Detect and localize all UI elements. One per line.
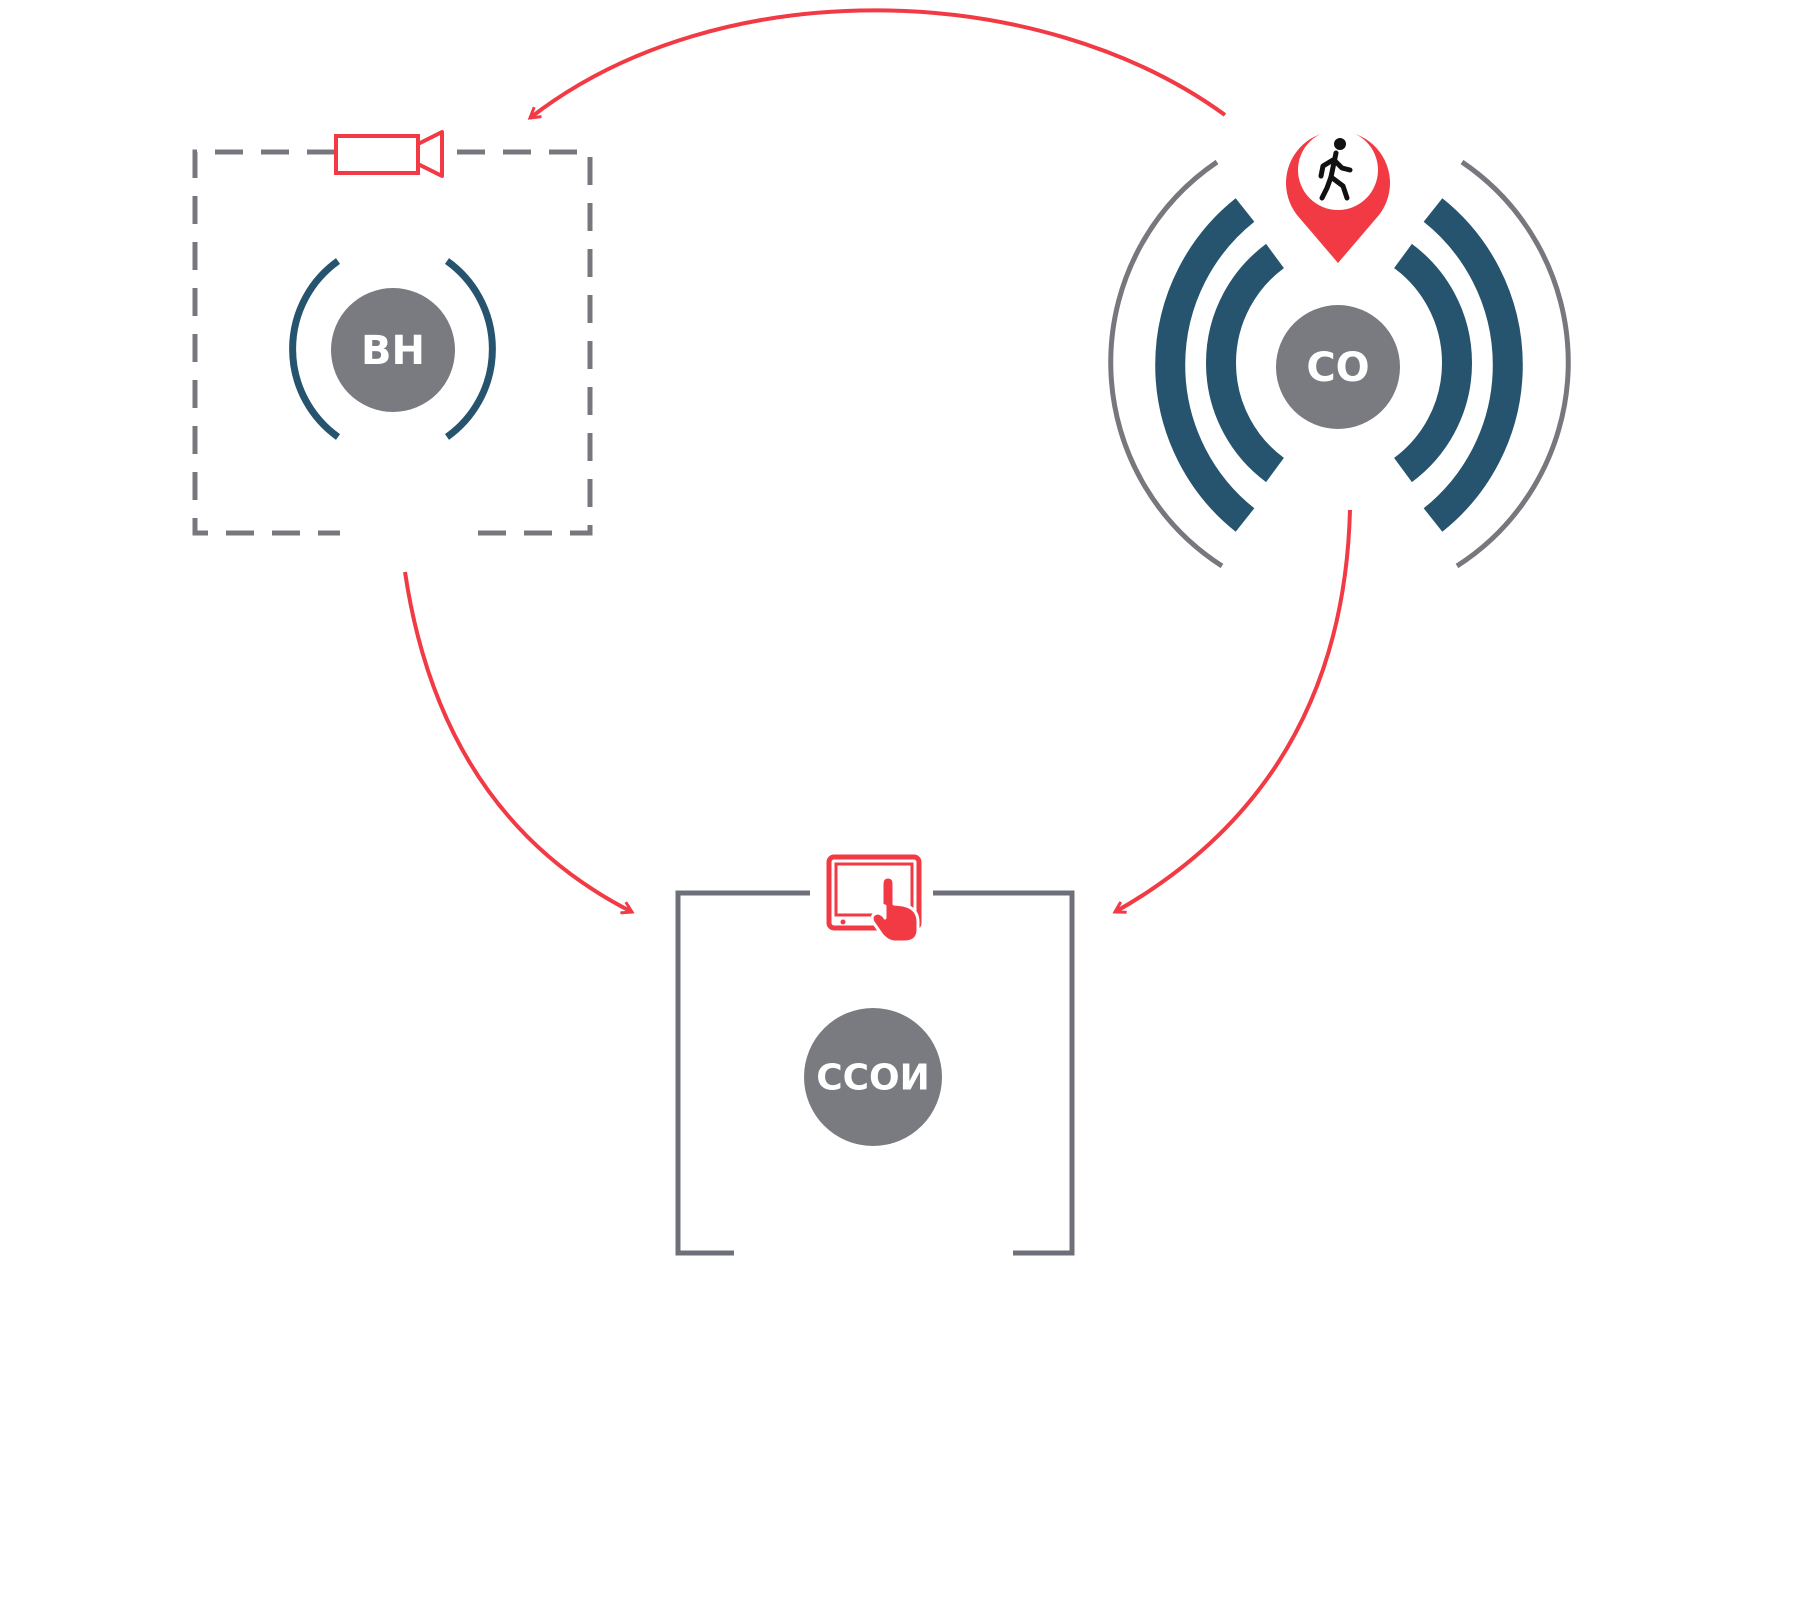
ssoi-block: ССОИ [675,854,1075,1256]
so-node-circle [1276,305,1400,429]
so-node-label: СО [1306,345,1369,391]
vn-dashed-frame [192,149,593,536]
vn-signal-waves [289,258,496,440]
arrow-vn-to-ssoi [403,571,632,912]
video-camera-icon [334,130,444,178]
ssoi-node-label: ССОИ [816,1058,930,1099]
so-block: СО [1108,130,1571,569]
vn-node-circle [331,288,455,412]
tablet-touch-icon [826,854,922,944]
ssoi-frame [675,890,1075,1256]
so-signal-waves [1108,159,1571,569]
location-pin-walking-person-icon [1286,130,1391,263]
arrow-so-to-vn [530,8,1227,118]
vn-node-label: ВН [361,328,425,374]
arrow-so-to-ssoi [1115,509,1352,912]
ssoi-node-circle [804,1008,942,1146]
vn-block: ВН [192,130,593,536]
flow-arrows [403,8,1352,912]
